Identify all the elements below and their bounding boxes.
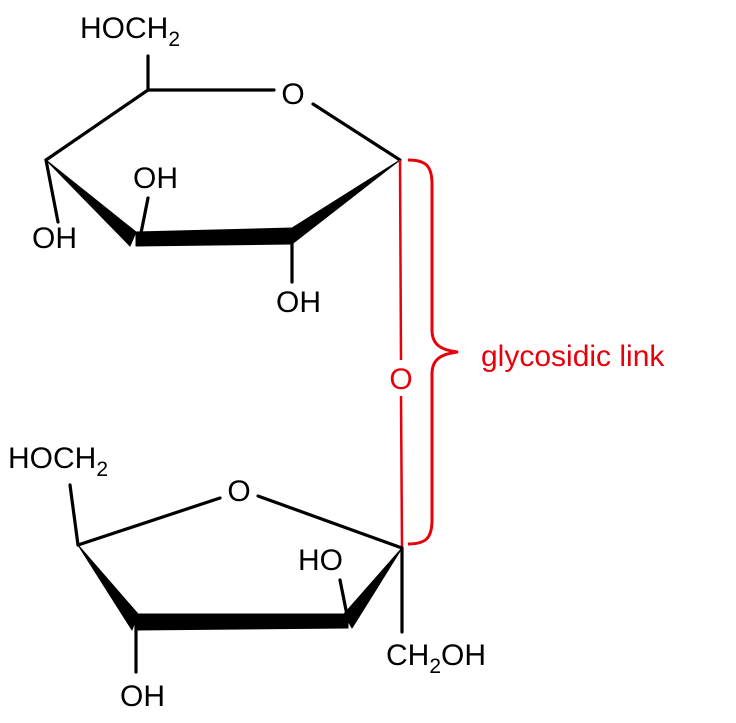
glucose-bond-c4-oh	[44, 158, 60, 224]
glucose-wedge-c2-c1	[291, 159, 401, 245]
fructose-c3-ho-label: HO	[298, 544, 343, 577]
glucose-bond-c5-c4	[44, 88, 150, 162]
glucose-bond-c3-oh	[138, 196, 150, 240]
glucose-bond-o-c1	[311, 102, 402, 162]
glucose-front-bond-c3-c2	[135, 227, 293, 247]
fructose-front-bond-c4-c3	[135, 613, 349, 631]
fructose-top-ch2oh-label: HOCH2	[8, 442, 108, 481]
fructose-bottom-ch2oh-label: CH2OH	[386, 639, 486, 678]
glycosidic-link-label: glycosidic link	[481, 340, 665, 373]
glucose-ring-oxygen-label: O	[281, 78, 304, 111]
glucose-ring: HOCH2 O OH OH OH	[32, 12, 402, 319]
fructose-bond-c5-o	[76, 496, 222, 547]
fructose-c4-oh-label: OH	[120, 680, 165, 713]
fructose-wedge-c3-c2	[343, 547, 403, 629]
glycosidic-bond-bottom	[399, 395, 404, 549]
fructose-wedge-c5-c4	[77, 544, 139, 631]
glycosidic-brace	[407, 158, 459, 546]
fructose-bond-o-c2	[256, 494, 404, 550]
glucose-c2-oh-label: OH	[276, 286, 321, 319]
glucose-wedge-c4-c3	[45, 159, 137, 247]
fructose-bond-c5-ch2oh	[68, 483, 80, 547]
glucose-c3-oh-label: OH	[133, 162, 178, 195]
glucose-c4-oh-label: OH	[32, 222, 77, 255]
fructose-ring: HOCH2 O HO OH CH2OH	[8, 442, 486, 713]
glycosidic-bond-top	[398, 159, 403, 361]
fructose-ring-oxygen-label: O	[227, 475, 250, 508]
glucose-ch2oh-label: HOCH2	[80, 12, 180, 51]
bridge-oxygen-label: O	[389, 363, 412, 396]
glycosidic-link: O glycosidic link	[389, 158, 665, 549]
